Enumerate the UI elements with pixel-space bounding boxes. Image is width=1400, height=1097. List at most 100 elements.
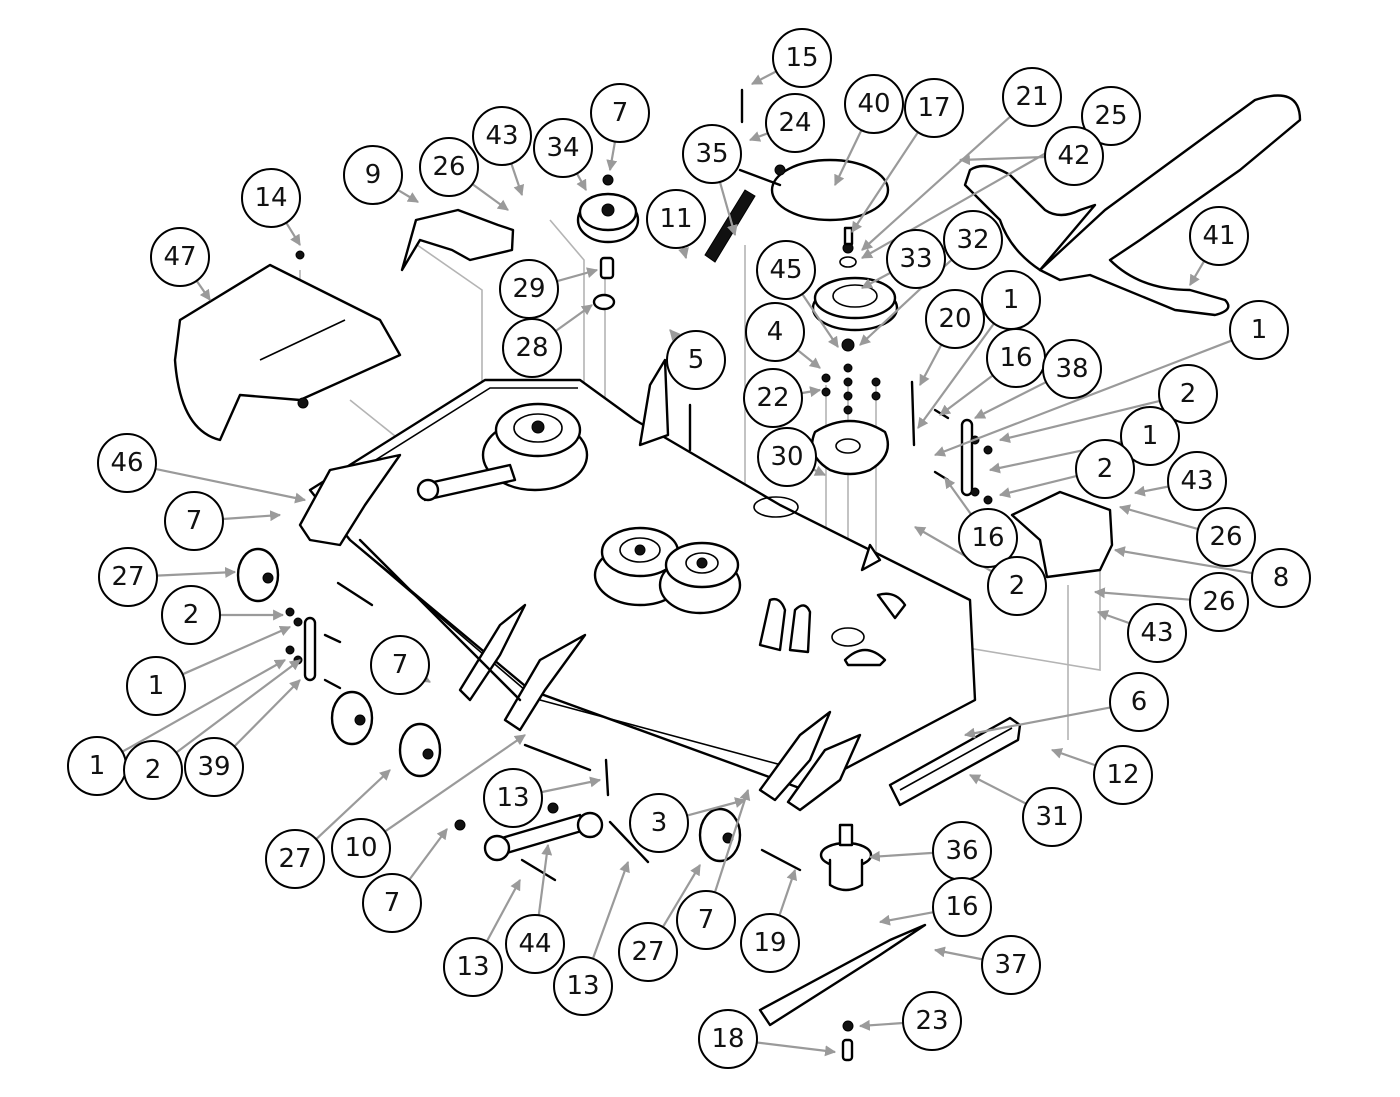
callout-6[interactable]: 6 <box>1109 672 1169 732</box>
callout-32[interactable]: 32 <box>943 210 1003 270</box>
callout-27[interactable]: 27 <box>265 829 325 889</box>
callout-40[interactable]: 40 <box>844 74 904 134</box>
callout-37[interactable]: 37 <box>981 935 1041 995</box>
callout-9[interactable]: 9 <box>343 145 403 205</box>
callout-7[interactable]: 7 <box>370 635 430 695</box>
callout-number: 16 <box>999 343 1032 373</box>
callout-35[interactable]: 35 <box>682 124 742 184</box>
callout-41[interactable]: 41 <box>1189 206 1249 266</box>
callout-circle <box>126 656 186 716</box>
callout-3[interactable]: 3 <box>629 793 689 853</box>
callout-11[interactable]: 11 <box>646 189 706 249</box>
callout-31[interactable]: 31 <box>1022 787 1082 847</box>
callout-7[interactable]: 7 <box>362 873 422 933</box>
leader-line <box>963 706 1111 739</box>
callout-number: 16 <box>945 892 978 922</box>
turnbuckle-lower <box>454 802 604 862</box>
leader-line <box>1133 485 1169 497</box>
callout-circle <box>932 877 992 937</box>
leader-line <box>554 304 593 333</box>
callout-22[interactable]: 22 <box>743 368 803 428</box>
turnbuckle-upper <box>416 463 517 502</box>
callout-8[interactable]: 8 <box>1251 548 1311 608</box>
callout-39[interactable]: 39 <box>184 737 244 797</box>
leader-line <box>801 293 839 348</box>
callout-circle <box>161 585 221 645</box>
callout-number: 6 <box>1131 687 1148 717</box>
leader-line <box>718 181 738 237</box>
callout-circle <box>925 289 985 349</box>
callout-24[interactable]: 24 <box>765 93 825 153</box>
callout-circle <box>698 1009 758 1069</box>
callout-1[interactable]: 1 <box>1120 406 1180 466</box>
callout-1[interactable]: 1 <box>1229 300 1289 360</box>
callout-2[interactable]: 2 <box>161 585 221 645</box>
callout-36[interactable]: 36 <box>932 821 992 881</box>
callout-43[interactable]: 43 <box>1127 603 1187 663</box>
callout-circle <box>1042 339 1102 399</box>
callout-46[interactable]: 46 <box>97 433 157 493</box>
callout-7[interactable]: 7 <box>164 491 224 551</box>
callout-2[interactable]: 2 <box>123 740 183 800</box>
callout-13[interactable]: 13 <box>483 768 543 828</box>
callout-44[interactable]: 44 <box>505 914 565 974</box>
callout-7[interactable]: 7 <box>590 83 650 143</box>
callout-number: 40 <box>857 89 890 119</box>
callout-16[interactable]: 16 <box>958 508 1018 568</box>
callout-circle <box>533 118 593 178</box>
callout-number: 39 <box>197 752 230 782</box>
callout-34[interactable]: 34 <box>533 118 593 178</box>
callout-23[interactable]: 23 <box>902 991 962 1051</box>
callout-1[interactable]: 1 <box>981 270 1041 330</box>
callout-20[interactable]: 20 <box>925 289 985 349</box>
callout-circle <box>1002 67 1062 127</box>
callout-13[interactable]: 13 <box>553 956 613 1016</box>
callout-circle <box>1189 206 1249 266</box>
callout-7[interactable]: 7 <box>676 890 736 950</box>
callout-42[interactable]: 42 <box>1044 126 1104 186</box>
callout-2[interactable]: 2 <box>1075 439 1135 499</box>
callout-19[interactable]: 19 <box>740 913 800 973</box>
leader-line <box>315 769 391 840</box>
callout-1[interactable]: 1 <box>67 736 127 796</box>
callout-45[interactable]: 45 <box>756 240 816 300</box>
callout-27[interactable]: 27 <box>618 922 678 982</box>
callout-16[interactable]: 16 <box>932 877 992 937</box>
callout-2[interactable]: 2 <box>1158 364 1218 424</box>
callout-10[interactable]: 10 <box>331 818 391 878</box>
callout-25[interactable]: 25 <box>1081 86 1141 146</box>
spindle-assembly <box>819 823 873 892</box>
callout-18[interactable]: 18 <box>698 1009 758 1069</box>
callout-circle <box>419 137 479 197</box>
leader-line <box>510 163 525 197</box>
callout-26[interactable]: 26 <box>419 137 479 197</box>
callout-4[interactable]: 4 <box>745 302 805 362</box>
callout-38[interactable]: 38 <box>1042 339 1102 399</box>
callout-47[interactable]: 47 <box>150 227 210 287</box>
callout-15[interactable]: 15 <box>772 28 832 88</box>
callout-13[interactable]: 13 <box>443 937 503 997</box>
callout-26[interactable]: 26 <box>1189 572 1249 632</box>
callout-16[interactable]: 16 <box>986 328 1046 388</box>
callout-circle <box>757 427 817 487</box>
callout-number: 43 <box>1180 466 1213 496</box>
callout-21[interactable]: 21 <box>1002 67 1062 127</box>
callout-28[interactable]: 28 <box>502 318 562 378</box>
callout-1[interactable]: 1 <box>126 656 186 716</box>
callout-17[interactable]: 17 <box>904 78 964 138</box>
callout-43[interactable]: 43 <box>472 106 532 166</box>
callout-33[interactable]: 33 <box>886 229 946 289</box>
callout-14[interactable]: 14 <box>241 168 301 228</box>
callout-number: 32 <box>956 225 989 255</box>
callout-43[interactable]: 43 <box>1167 451 1227 511</box>
callout-27[interactable]: 27 <box>98 547 158 607</box>
callout-5[interactable]: 5 <box>666 330 726 390</box>
callout-26[interactable]: 26 <box>1196 507 1256 567</box>
wheels <box>236 547 742 863</box>
leader-line <box>868 850 934 862</box>
callout-2[interactable]: 2 <box>987 556 1047 616</box>
callout-30[interactable]: 30 <box>757 427 817 487</box>
callout-29[interactable]: 29 <box>499 259 559 319</box>
callout-12[interactable]: 12 <box>1093 745 1153 805</box>
